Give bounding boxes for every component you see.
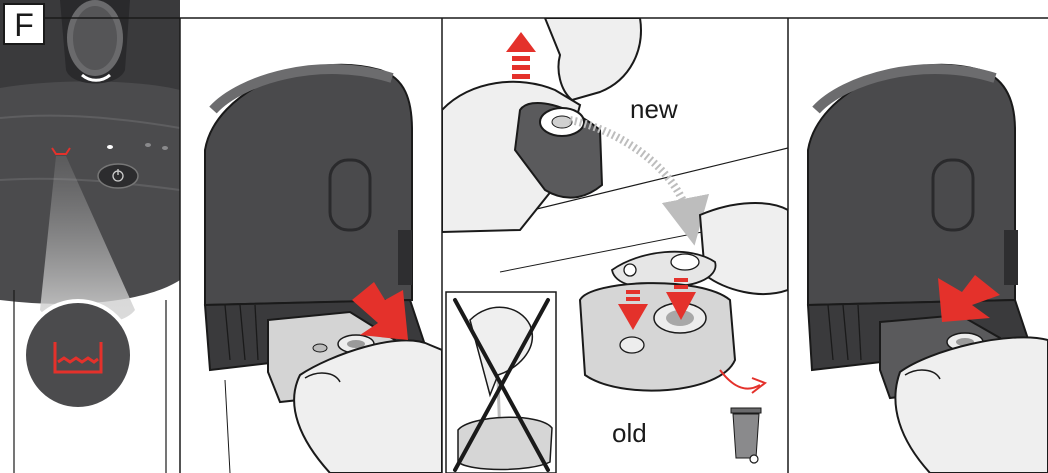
pull-up-arrow [506, 32, 536, 79]
water-tank-icon [53, 342, 103, 374]
step-letter: F [14, 7, 34, 43]
device-window [328, 158, 372, 232]
magnify-beam [40, 156, 135, 325]
trash-bin-icon [730, 407, 762, 464]
white-indicator-light [107, 145, 113, 149]
inset-cartridge [457, 416, 553, 471]
top-hand [543, 18, 642, 102]
push-in-arrow [938, 275, 1000, 322]
panel-remove-cartridge [203, 63, 442, 473]
hand-2 [894, 336, 1048, 473]
power-button [97, 163, 139, 189]
panel-insert-cartridge [806, 63, 1048, 473]
red-indicator-light [51, 147, 71, 155]
panel-indicator-light [0, 0, 180, 473]
bottom-hand [698, 202, 788, 296]
old-cartridge [578, 282, 737, 392]
magnified-indicator [22, 299, 134, 411]
press-down-arrows [618, 278, 696, 330]
old-label: old [612, 418, 647, 448]
pouring-jug [469, 306, 533, 398]
discard-arrow [719, 369, 761, 390]
device-body-2 [807, 63, 1016, 307]
device-window-2 [931, 158, 975, 232]
transfer-arrow [569, 116, 710, 246]
hand [293, 339, 442, 473]
inset-prohibited-pouring [445, 291, 557, 473]
cross-out-icon [453, 298, 550, 472]
device-body [204, 63, 413, 307]
step-letter-box: F [3, 3, 45, 45]
new-label: new [630, 94, 678, 124]
panel-swap-filter: new old [442, 18, 788, 473]
pull-out-arrow [352, 282, 408, 340]
panel-frame [44, 17, 1048, 473]
